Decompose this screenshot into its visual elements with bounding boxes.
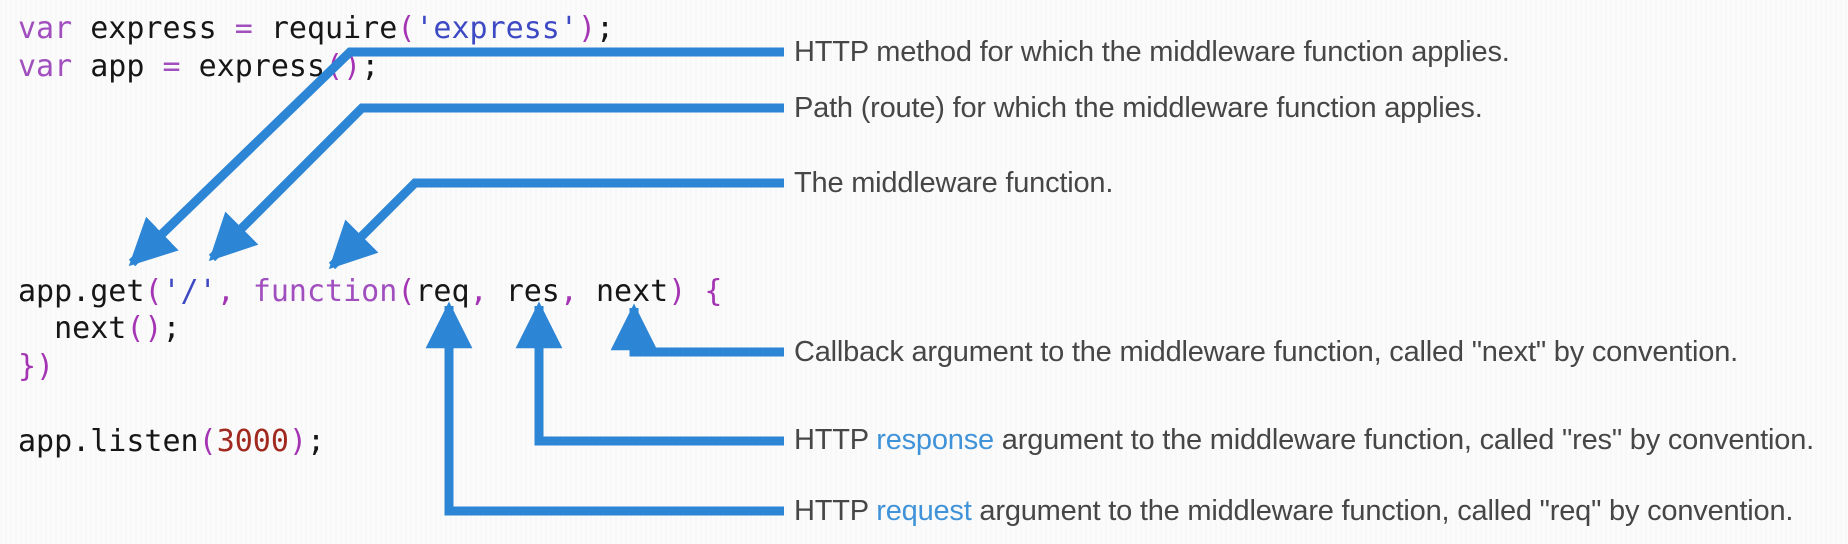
response-link[interactable]: response: [876, 424, 994, 456]
note-http-method-text: HTTP method for which the middleware fun…: [794, 36, 1510, 68]
note-middleware-function: The middleware function.: [794, 164, 1113, 202]
note-path-route: Path (route) for which the middleware fu…: [794, 89, 1483, 127]
note-res-suffix: argument to the middleware function, cal…: [993, 424, 1814, 456]
note-res-prefix: HTTP: [794, 424, 877, 456]
note-middleware-function-text: The middleware function.: [794, 167, 1114, 199]
note-http-method: HTTP method for which the middleware fun…: [794, 33, 1510, 71]
note-req-suffix: argument to the middleware function, cal…: [971, 495, 1794, 527]
note-next-callback: Callback argument to the middleware func…: [794, 333, 1738, 371]
note-req-argument: HTTP request argument to the middleware …: [794, 492, 1793, 530]
note-req-prefix: HTTP: [794, 495, 877, 527]
code-block: var express = require('express');var app…: [18, 11, 723, 459]
request-link[interactable]: request: [876, 495, 972, 527]
note-next-callback-text: Callback argument to the middleware func…: [794, 336, 1738, 368]
note-res-argument: HTTP response argument to the middleware…: [794, 421, 1814, 459]
note-path-route-text: Path (route) for which the middleware fu…: [794, 92, 1483, 124]
